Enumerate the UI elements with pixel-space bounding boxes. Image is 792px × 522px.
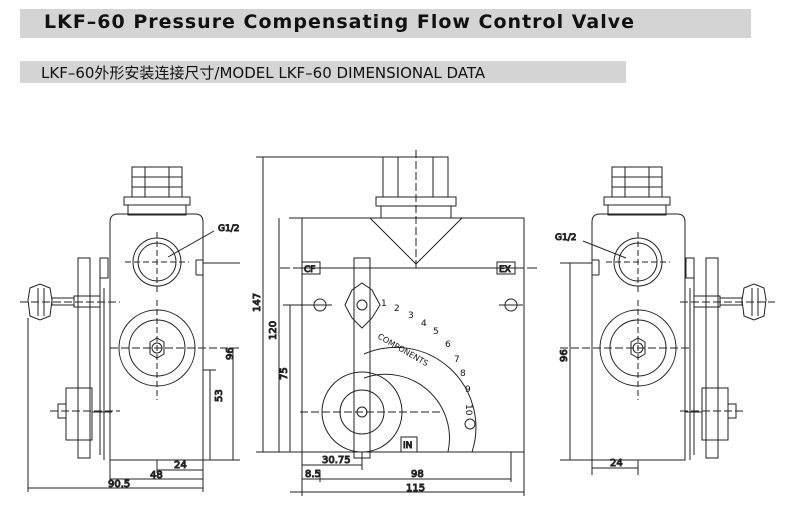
center-dim-30-75: 30.75 <box>322 455 351 466</box>
dial-number-10: 10 <box>463 404 473 416</box>
center-dim-120: 120 <box>268 321 279 340</box>
dial-number-1: 1 <box>381 299 387 309</box>
front-view <box>256 150 540 496</box>
left-dim-90-5: 90.5 <box>108 479 130 490</box>
right-dim-24: 24 <box>610 458 623 469</box>
port-ex-label: EX <box>499 265 511 275</box>
dial-number-9: 9 <box>465 385 471 395</box>
dial-number-6: 6 <box>445 340 451 350</box>
port-cf-label: CF <box>304 265 315 275</box>
center-dim-75: 75 <box>279 367 290 380</box>
right-port-label: G1/2 <box>555 233 576 243</box>
left-dim-96: 96 <box>225 347 236 360</box>
dial-scale: 1 2 3 4 5 6 7 8 9 10 <box>381 299 473 416</box>
left-side-view <box>20 166 240 492</box>
dial-number-2: 2 <box>394 304 400 314</box>
dial-number-7: 7 <box>454 355 460 365</box>
center-dim-8-5: 8.5 <box>305 469 321 480</box>
center-dim-115: 115 <box>406 483 425 494</box>
dial-number-4: 4 <box>421 319 427 329</box>
left-dim-24: 24 <box>174 460 187 471</box>
dial-number-5: 5 <box>433 327 439 337</box>
page-title: LKF–60 Pressure Compensating Flow Contro… <box>44 11 635 33</box>
right-dim-96: 96 <box>559 349 570 362</box>
left-port-label: G1/2 <box>218 224 239 234</box>
left-dim-48: 48 <box>150 470 163 481</box>
left-dim-53: 53 <box>214 389 225 402</box>
dial-number-8: 8 <box>460 369 466 379</box>
right-side-view <box>560 166 775 475</box>
subtitle-bar <box>20 61 626 83</box>
port-in-label: IN <box>403 441 412 451</box>
title-bar <box>20 9 751 38</box>
center-dim-98: 98 <box>411 469 424 480</box>
dial-number-3: 3 <box>408 311 414 321</box>
page-subtitle: LKF–60外形安装连接尺寸/MODEL LKF–60 DIMENSIONAL … <box>41 64 486 82</box>
dial-components-text: COMPONENTS <box>376 332 430 368</box>
center-dim-147: 147 <box>252 293 263 312</box>
